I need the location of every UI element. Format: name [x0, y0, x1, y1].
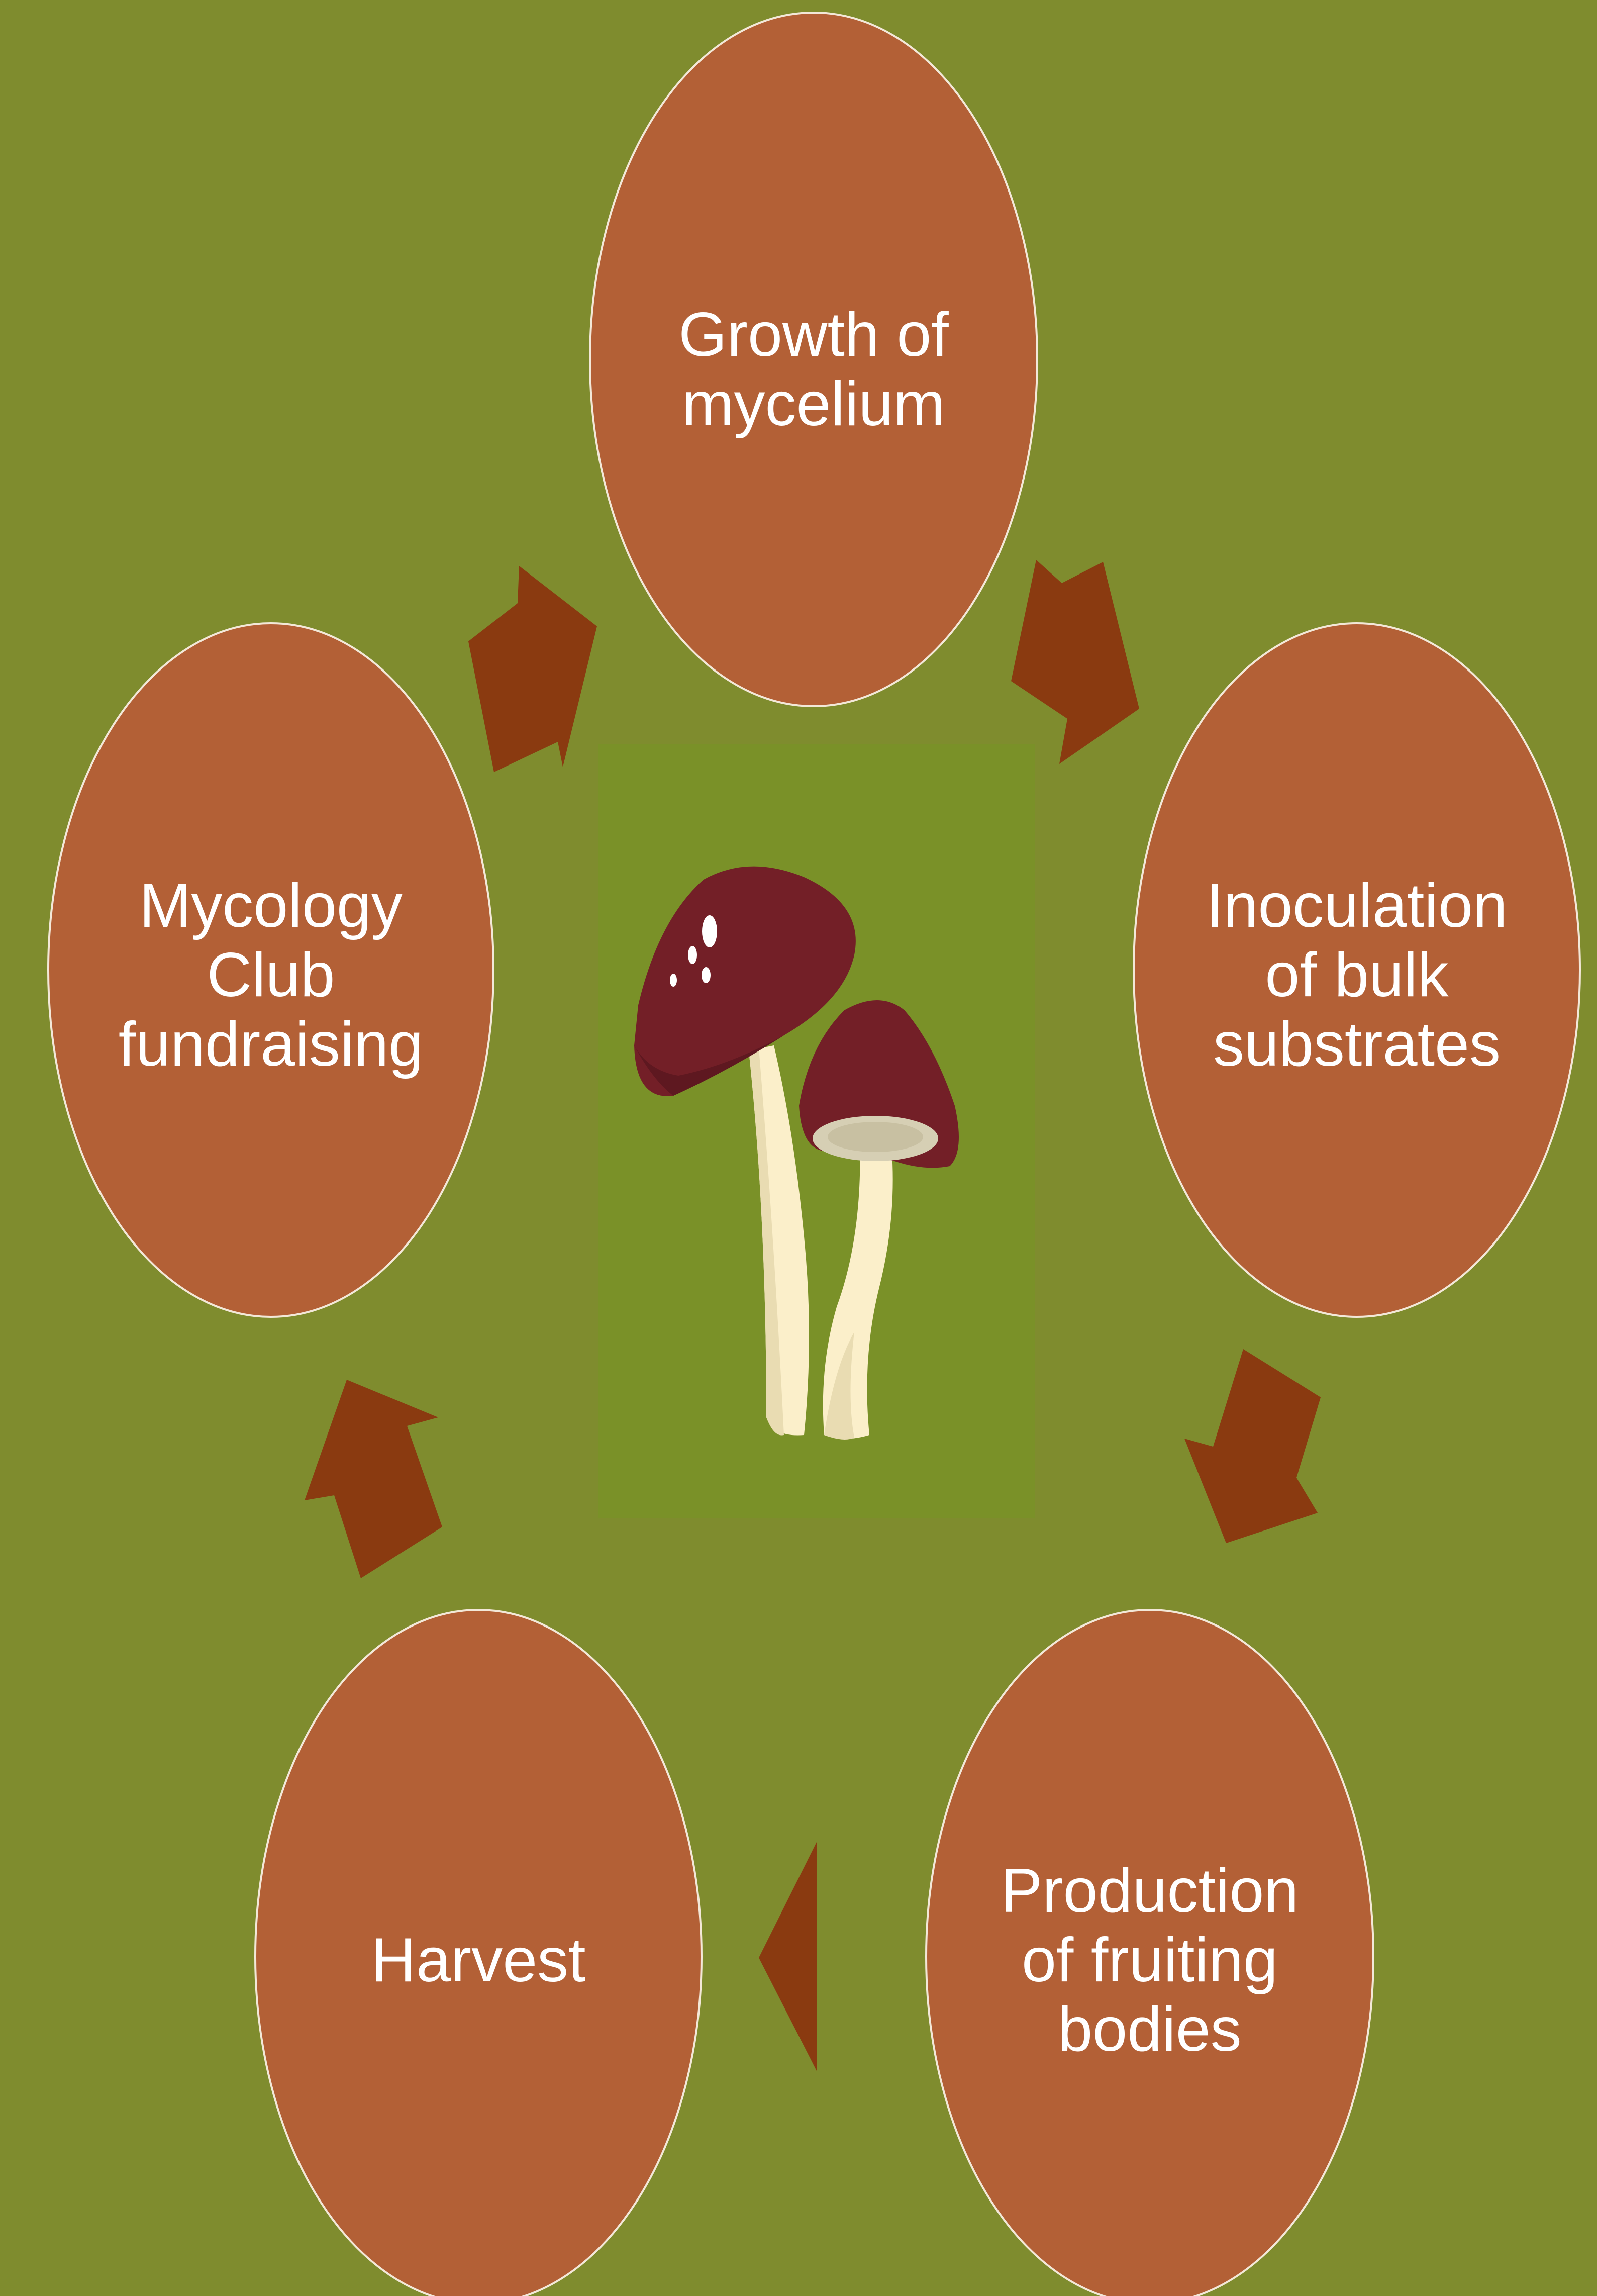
- node-label-growth-of-mycelium: Growth of mycelium: [638, 279, 989, 460]
- arrow-icon-production-to-harvest: [759, 1842, 877, 2071]
- node-label-production-of-fruiting-bodies: Production of fruiting bodies: [974, 1850, 1326, 2071]
- node-label-inoculation-of-bulk-substrates: Inoculation of bulk substrates: [1181, 865, 1533, 1086]
- center-panel: [598, 744, 1035, 1518]
- arrow-icon-harvest-to-fundraising: [305, 1380, 442, 1578]
- node-label-harvest: Harvest: [303, 1910, 654, 2011]
- arrow-icon-growth-to-inoculation: [1011, 560, 1139, 764]
- arrow-icon-inoculation-to-production: [1184, 1349, 1321, 1543]
- node-label-mycology-club-fundraising: Mycology Club fundraising: [95, 865, 447, 1086]
- arrow-icon-fundraising-to-growth: [468, 566, 597, 772]
